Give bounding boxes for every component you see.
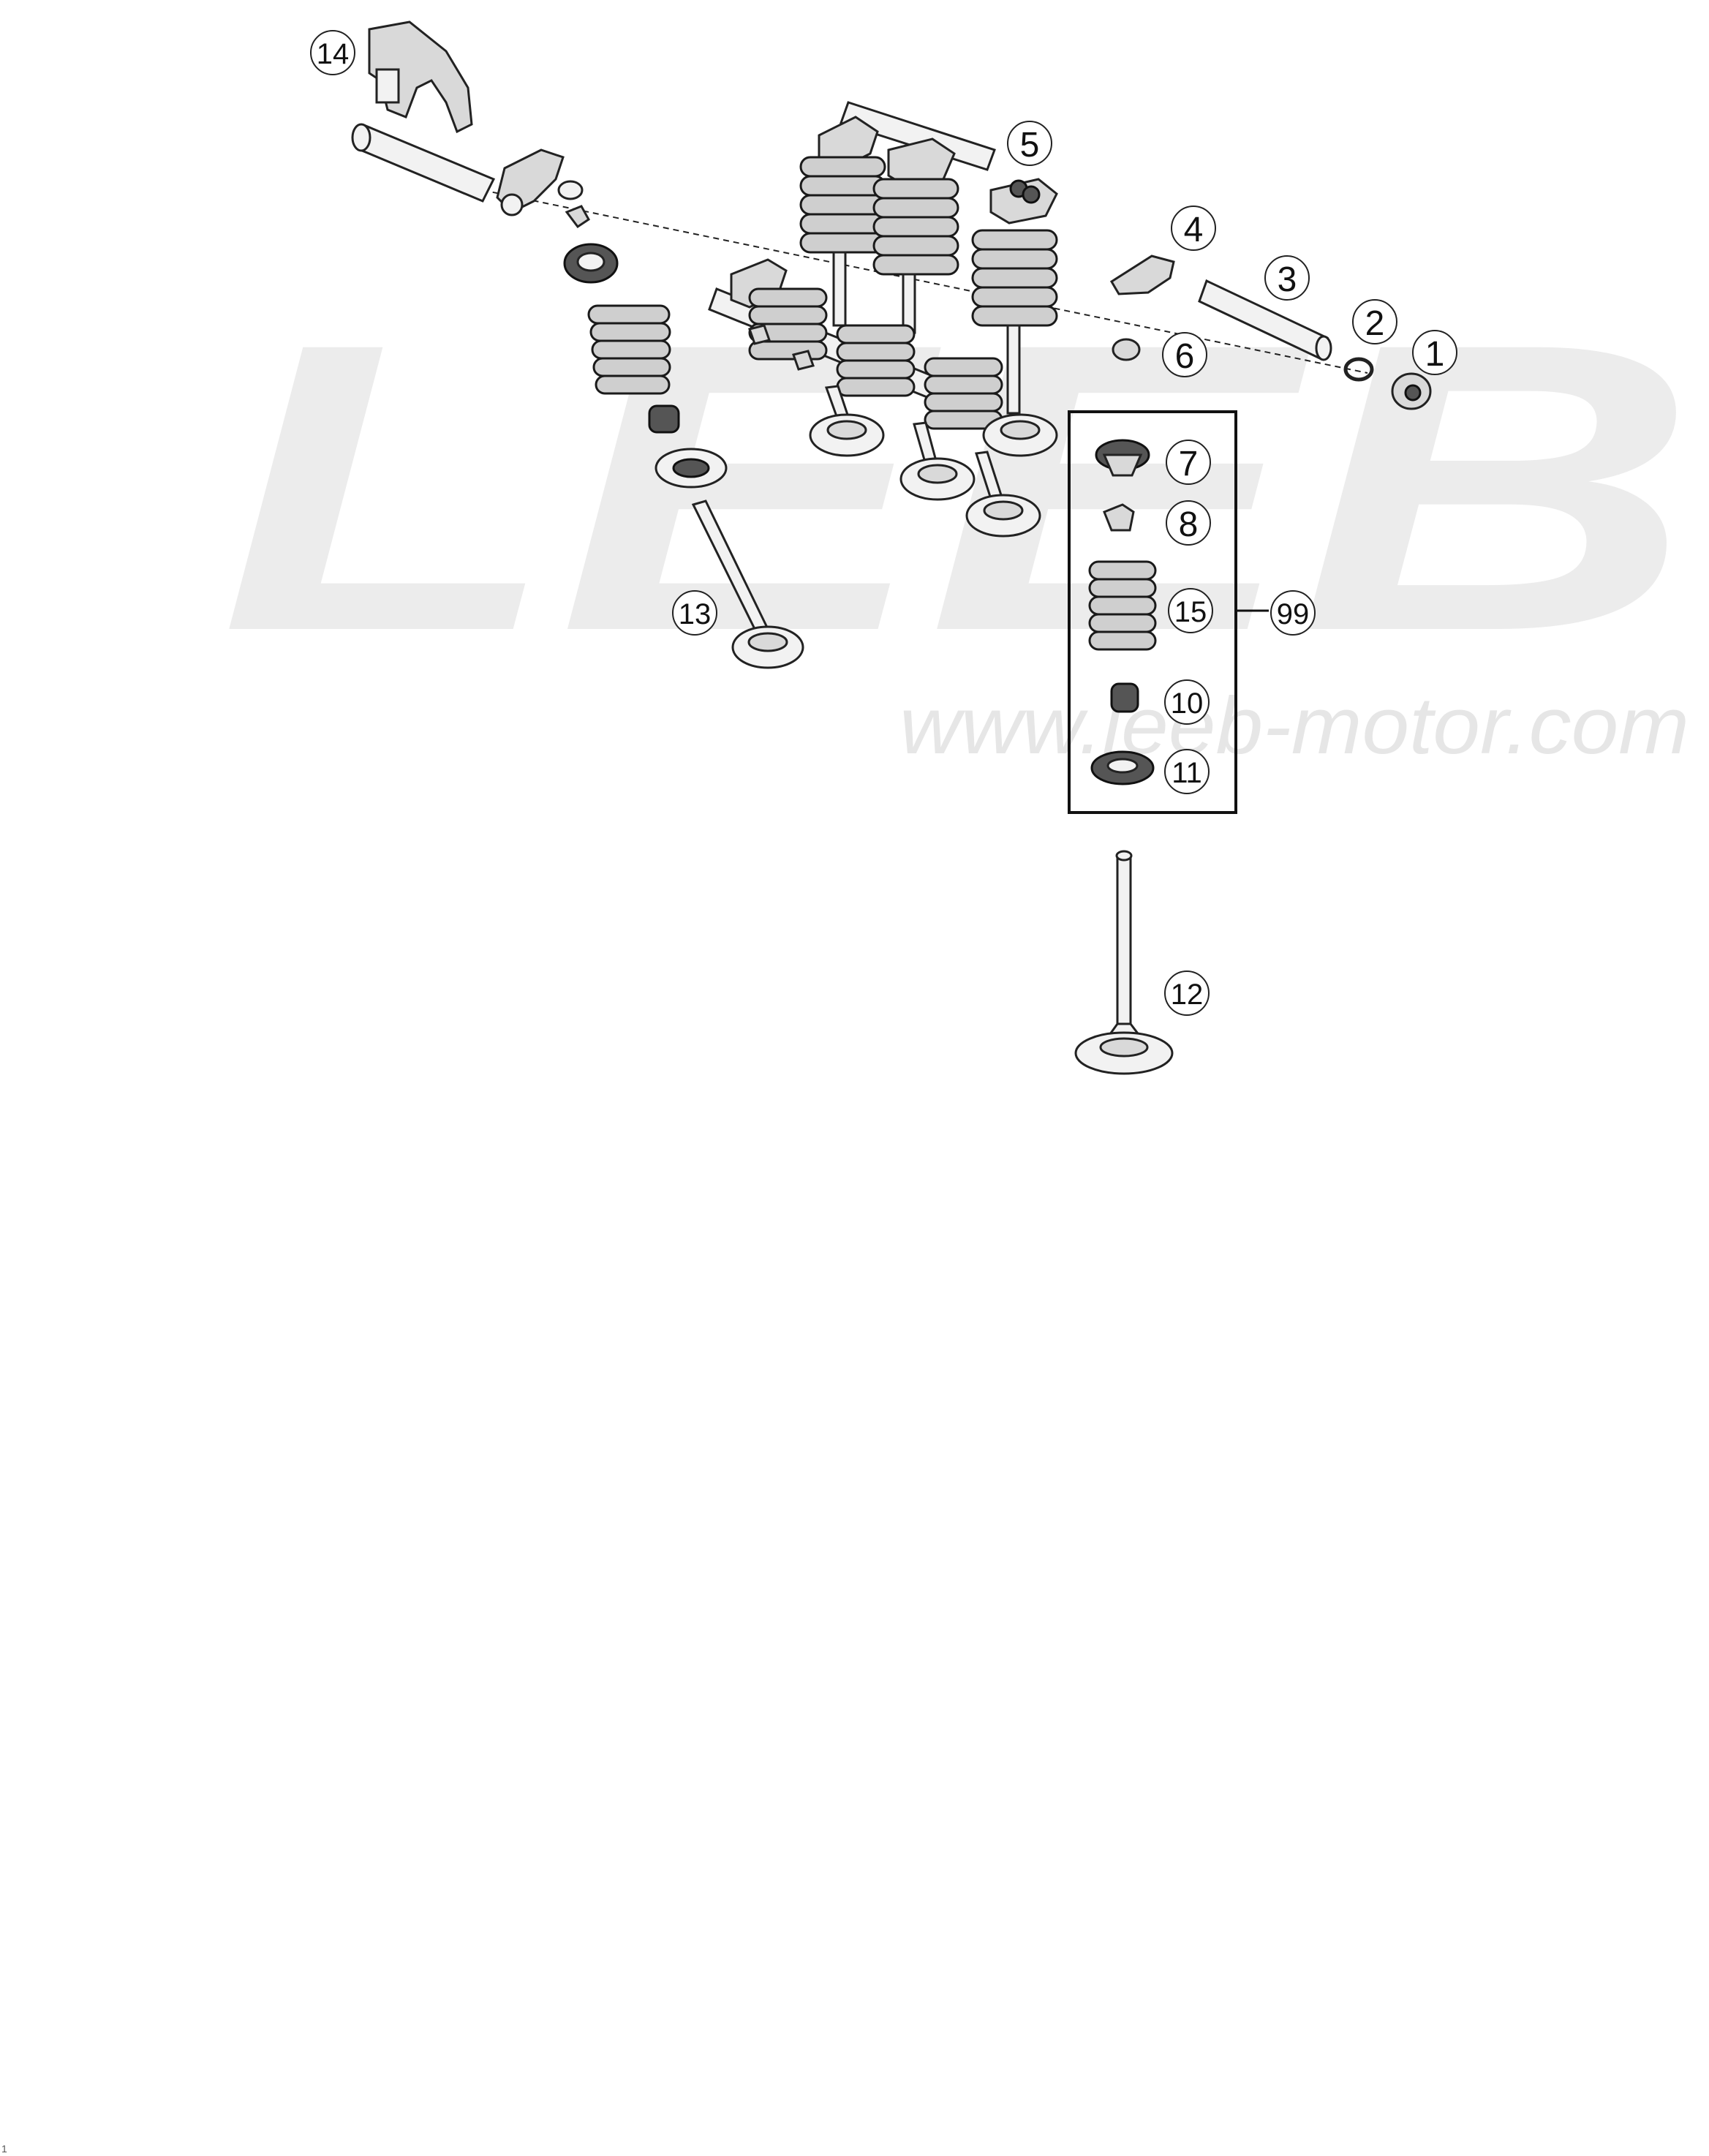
callout-14-label: 14 [317,38,350,70]
callout-15-label: 15 [1174,596,1207,628]
left-collet [565,205,590,229]
callout-12: 12 [1164,970,1210,1016]
callout-14: 14 [310,30,355,75]
part-13-valve [691,500,804,669]
callout-4: 4 [1171,206,1216,251]
callout-1-label: 1 [1425,335,1445,374]
callout-7: 7 [1166,440,1211,485]
part-7-retainer [1095,439,1150,477]
central-valve-assembly [708,101,1058,538]
left-rocker-shaft [351,123,496,203]
page-number: 1 [1,2143,7,2155]
part-11-spring-seat [1090,750,1155,785]
callout-10-label: 10 [1171,687,1204,720]
part-8-collets [1103,503,1135,532]
callout-2-label: 2 [1365,304,1385,343]
part-6-cap [1112,338,1141,361]
callout-4-label: 4 [1184,211,1204,249]
part-14-bracket [368,20,473,134]
callout-7-label: 7 [1179,445,1199,483]
callout-8-label: 8 [1179,505,1199,544]
callout-8: 8 [1166,500,1211,546]
shaft-axis-line [482,189,1368,374]
callout-5: 5 [1007,121,1052,166]
callout-11: 11 [1164,749,1210,794]
part-12-valve [1074,850,1174,1075]
callout-13: 13 [672,590,717,636]
left-valve-seal [648,404,680,434]
kit-99-box [1068,410,1237,814]
part-15-spring [1088,560,1157,651]
part-4-rocker-arm [1109,255,1175,295]
callout-99-label: 99 [1277,598,1310,630]
callout-15: 15 [1168,588,1213,633]
part-2-o-ring [1343,357,1374,382]
callout-6: 6 [1162,332,1207,377]
part-10-valve-seal [1110,682,1139,713]
callout-10: 10 [1164,679,1210,725]
left-rocker-arm [496,148,565,216]
left-valve-spring [587,304,671,395]
watermark: LEEB www.leeb-motor.com [219,258,1697,771]
callout-99: 99 [1270,590,1316,636]
callout-3: 3 [1264,255,1310,301]
callout-5-label: 5 [1020,126,1040,165]
left-small-ring [557,180,584,200]
part-5-adjust-screw [1009,179,1041,204]
callout-13-label: 13 [679,598,712,630]
callout-1: 1 [1412,330,1457,375]
part-1-plug [1391,372,1432,410]
part-3-rocker-shaft [1198,279,1332,361]
callout-12-label: 12 [1171,979,1204,1011]
callout-11-label: 11 [1172,757,1202,789]
callout-2: 2 [1352,299,1397,344]
callout-6-label: 6 [1175,337,1195,376]
callout-3-label: 3 [1278,260,1297,299]
watermark-url: www.leeb-motor.com [899,681,1689,771]
